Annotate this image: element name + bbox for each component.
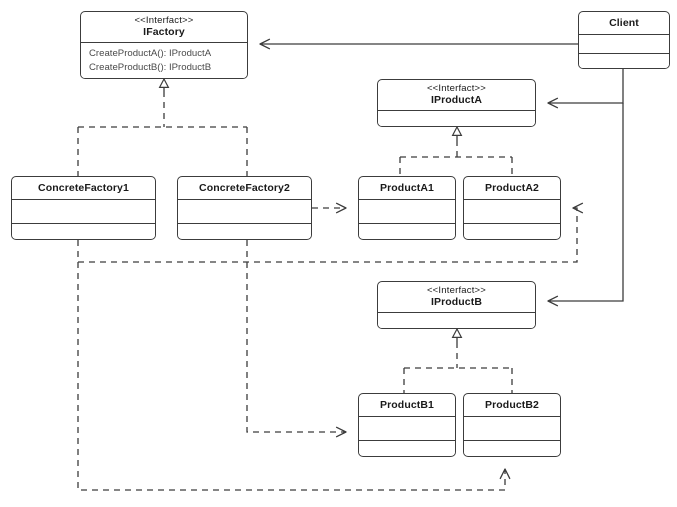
section-divider: [579, 53, 669, 55]
class-name-label: ProductB1: [380, 399, 434, 411]
class-attributes-producta1: [359, 200, 455, 224]
class-name-label: ConcreteFactory2: [199, 182, 290, 194]
class-header-producta1: ProductA1: [359, 177, 455, 199]
class-attributes-productb1: [359, 417, 455, 441]
class-header-productb2: ProductB2: [464, 394, 560, 416]
class-box-productb2[interactable]: ProductB2: [463, 393, 561, 457]
class-attributes-producta2: [464, 200, 560, 224]
class-operations-concretefactory1: [12, 224, 155, 239]
class-name-label: Client: [609, 17, 639, 29]
relationship-concretefactory-to-ifactory: [77, 77, 248, 176]
class-box-productb1[interactable]: ProductB1: [358, 393, 456, 457]
class-name-label: ConcreteFactory1: [38, 182, 129, 194]
relationship-client-to-iproducta: [547, 69, 624, 109]
stereotype-label: <<Interfact>>: [134, 15, 194, 26]
relationship-concretefactory2-to-productb1: [246, 240, 347, 438]
section-divider: [359, 223, 455, 225]
class-name-label: IProductB: [430, 296, 483, 309]
relationship-productb-to-iproductb: [403, 327, 513, 393]
section-divider: [12, 199, 155, 201]
section-divider: [12, 223, 155, 225]
class-box-client[interactable]: Client: [578, 11, 670, 69]
section-divider: [359, 199, 455, 201]
class-operations-productb1: [359, 441, 455, 456]
class-header-producta2: ProductA2: [464, 177, 560, 199]
class-operations-productb2: [464, 441, 560, 456]
class-box-ifactory[interactable]: <<Interfact>> IFactory CreateProductA():…: [80, 11, 248, 79]
relationship-producta-to-iproducta: [399, 125, 513, 176]
class-header-concretefactory1: ConcreteFactory1: [12, 177, 155, 199]
class-header-iproductb: <<Interfact>> IProductB: [378, 282, 535, 312]
class-name-label: IProductA: [430, 94, 483, 107]
section-divider: [579, 34, 669, 36]
section-divider: [359, 416, 455, 418]
class-operations-producta1: [359, 224, 455, 239]
class-name-label: IFactory: [143, 26, 185, 39]
section-divider: [464, 440, 560, 442]
class-header-client: Client: [579, 12, 669, 34]
section-divider: [178, 223, 311, 225]
class-box-producta2[interactable]: ProductA2: [463, 176, 561, 240]
operation-item: CreateProductA(): IProductA: [89, 48, 212, 60]
relationship-concretefactory1-to-producta2: [77, 202, 584, 263]
class-operations-iproducta: [378, 111, 535, 126]
class-box-concretefactory1[interactable]: ConcreteFactory1: [11, 176, 156, 240]
relationship-concretefactory1-to-productb2: [77, 262, 511, 491]
class-attributes-concretefactory2: [178, 200, 311, 224]
class-name-label: ProductA2: [485, 182, 539, 194]
section-divider: [178, 199, 311, 201]
section-divider: [464, 416, 560, 418]
class-attributes-client: [579, 35, 669, 54]
class-box-producta1[interactable]: ProductA1: [358, 176, 456, 240]
class-attributes-productb2: [464, 417, 560, 441]
relationship-client-to-iproductb: [547, 103, 624, 307]
class-operations-concretefactory2: [178, 224, 311, 239]
section-divider: [464, 223, 560, 225]
stereotype-label: <<Interfact>>: [426, 285, 487, 296]
class-name-label: ProductA1: [380, 182, 434, 194]
class-header-ifactory: <<Interfact>> IFactory: [81, 12, 247, 42]
class-box-iproductb[interactable]: <<Interfact>> IProductB: [377, 281, 536, 329]
section-divider: [378, 312, 535, 314]
section-divider: [378, 110, 535, 112]
class-operations-client: [579, 54, 669, 68]
class-box-iproducta[interactable]: <<Interfact>> IProductA: [377, 79, 536, 127]
class-header-productb1: ProductB1: [359, 394, 455, 416]
class-operations-producta2: [464, 224, 560, 239]
section-divider: [359, 440, 455, 442]
class-name-label: ProductB2: [485, 399, 539, 411]
class-header-iproducta: <<Interfact>> IProductA: [378, 80, 535, 110]
class-operations-ifactory: CreateProductA(): IProductA CreateProduc…: [81, 43, 247, 78]
class-attributes-concretefactory1: [12, 200, 155, 224]
stereotype-label: <<Interfact>>: [426, 83, 487, 94]
operation-item: CreateProductB(): IProductB: [89, 62, 212, 73]
class-box-concretefactory2[interactable]: ConcreteFactory2: [177, 176, 312, 240]
class-operations-iproductb: [378, 313, 535, 328]
class-header-concretefactory2: ConcreteFactory2: [178, 177, 311, 199]
section-divider: [464, 199, 560, 201]
section-divider: [81, 42, 247, 44]
